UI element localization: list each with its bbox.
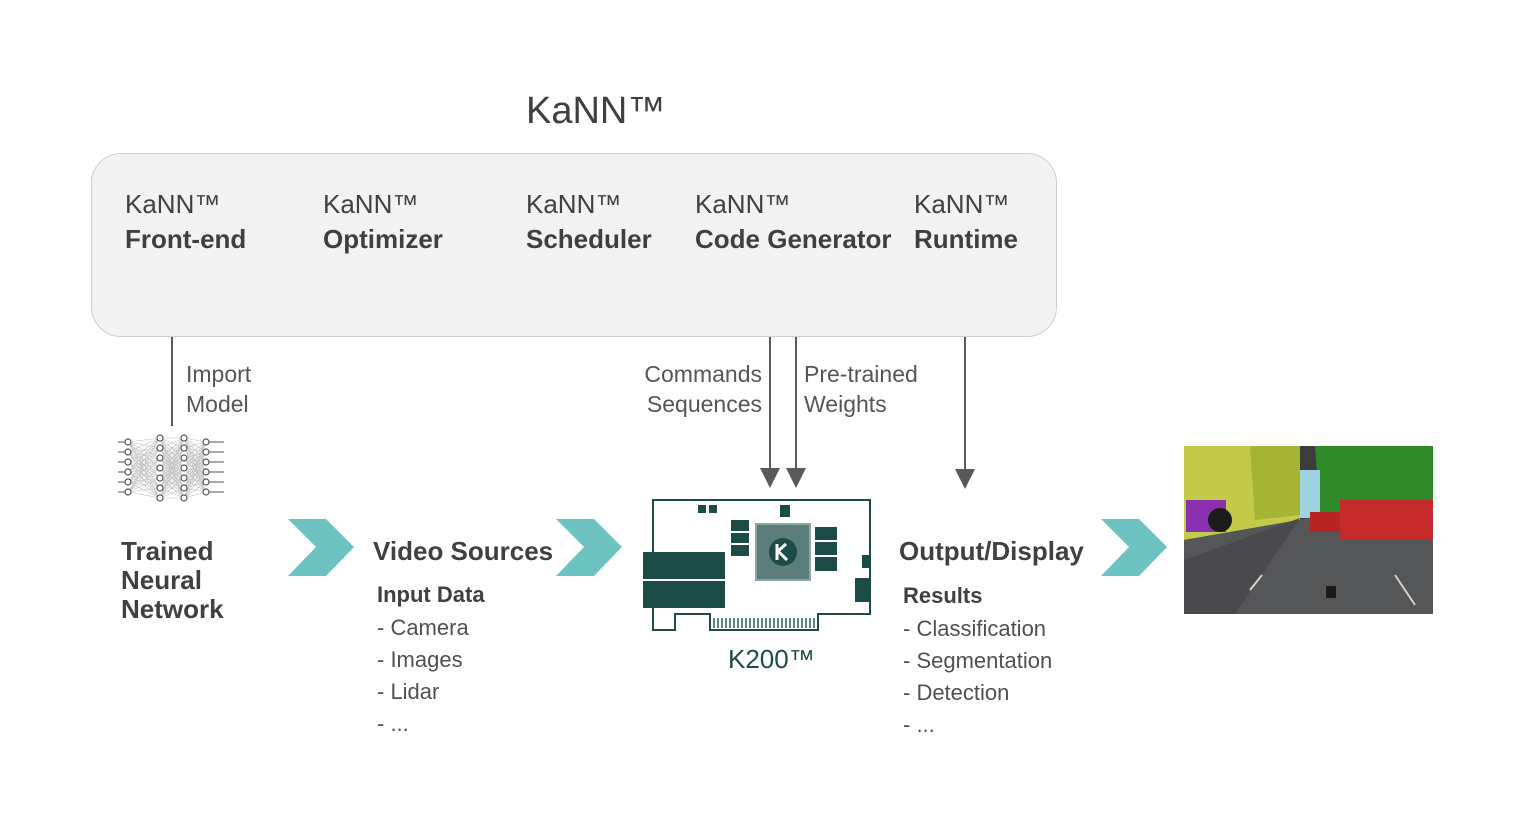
input-data-subheading: Input Data	[377, 582, 485, 607]
results-list: - Classification - Segmentation - Detect…	[903, 613, 1052, 741]
list-item: - ...	[903, 712, 935, 737]
label-import-model: Import Model	[186, 359, 251, 419]
segmentation-image	[1184, 446, 1433, 614]
stage-optimizer: KaNN™ Optimizer	[323, 187, 443, 257]
title-line: Trained	[121, 536, 214, 566]
label-line: Weights	[804, 391, 887, 417]
neural-network-icon	[118, 434, 224, 502]
trained-network-title: Trained Neural Network	[121, 537, 224, 624]
title-line: Neural	[121, 565, 202, 595]
stage-brand: KaNN™	[526, 189, 622, 219]
stage-name: Code Generator	[695, 224, 892, 254]
list-item: - ...	[377, 711, 409, 736]
stage-brand: KaNN™	[695, 189, 791, 219]
results-subheading: Results	[903, 583, 983, 608]
k200-label: K200™	[728, 644, 815, 674]
label-line: Pre-trained	[804, 361, 918, 387]
stage-brand: KaNN™	[323, 189, 419, 219]
label-line: Sequences	[646, 391, 762, 417]
flow-arrow-icon	[556, 519, 622, 576]
stage-name: Front-end	[125, 224, 247, 254]
stage-name: Runtime	[914, 224, 1018, 254]
label-commands-sequences: Commands Sequences	[612, 359, 762, 419]
list-item: - Camera	[377, 615, 469, 640]
list-item: - Classification	[903, 616, 1047, 641]
stage-brand: KaNN™	[125, 189, 221, 219]
input-data-list: - Camera - Images - Lidar - ...	[377, 612, 469, 740]
stage-runtime: KaNN™ Runtime	[914, 187, 1018, 257]
title-line: Network	[121, 594, 224, 624]
stage-name: Optimizer	[323, 224, 443, 254]
stage-front-end: KaNN™ Front-end	[125, 187, 246, 257]
list-item: - Segmentation	[903, 648, 1053, 673]
list-item: - Images	[377, 647, 463, 672]
stage-code-generator: KaNN™ Code Generator	[695, 187, 892, 257]
k200-board-icon	[643, 499, 871, 631]
diagram-title: KaNN™	[526, 90, 666, 132]
video-sources-heading: Video Sources	[373, 536, 554, 566]
flow-arrow-icon	[288, 519, 354, 576]
flow-arrow-icon	[1101, 519, 1167, 576]
label-line: Commands	[644, 361, 762, 387]
stage-brand: KaNN™	[914, 189, 1010, 219]
label-line: Import	[186, 361, 252, 387]
stage-name: Scheduler	[526, 224, 652, 254]
stage-scheduler: KaNN™ Scheduler	[526, 187, 652, 257]
label-line: Model	[186, 391, 249, 417]
output-display-heading: Output/Display	[899, 536, 1084, 566]
list-item: - Lidar	[377, 679, 440, 704]
label-pretrained-weights: Pre-trained Weights	[804, 359, 918, 419]
list-item: - Detection	[903, 680, 1010, 705]
kann-pipeline-panel	[91, 153, 1057, 337]
